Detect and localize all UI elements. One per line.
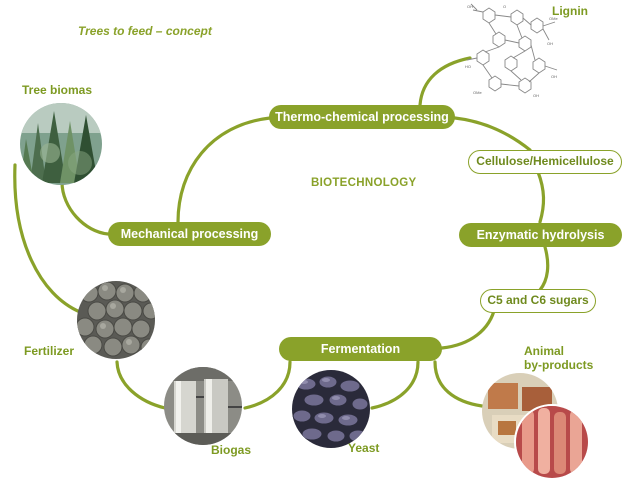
node-c5-c6-sugars: C5 and C6 sugars — [480, 289, 596, 313]
link-fermentation-biogas — [243, 360, 292, 410]
tree-biomass-photo — [20, 103, 102, 185]
link-fermentation-animal — [433, 360, 484, 408]
biogas-tanks-photo — [164, 367, 242, 445]
link-sugars-fermentation — [440, 305, 497, 350]
svg-text:OH: OH — [533, 93, 539, 98]
node-enzymatic-hydrolysis: Enzymatic hydrolysis — [459, 223, 622, 247]
node-fermentation: Fermentation — [279, 337, 442, 361]
node-cellulose-hemicellulose: Cellulose/Hemicellulose — [468, 150, 622, 174]
fertilizer-pellets-photo — [77, 281, 155, 359]
link-thermo-lignin — [418, 56, 472, 107]
center-label: BIOTECHNOLOGY — [311, 177, 417, 189]
label-yeast: Yeast — [348, 441, 380, 455]
svg-text:O: O — [503, 4, 506, 9]
link-cellulose-enzymatic — [536, 170, 546, 224]
animal-byproducts-photo-2 — [514, 404, 590, 480]
node-thermo-chemical-processing: Thermo-chemical processing — [269, 105, 455, 129]
label-lignin: Lignin — [552, 4, 588, 18]
label-tree-biomass: Tree biomas — [22, 83, 93, 97]
label-by-products: by-products — [524, 358, 594, 372]
node-mechanical-processing: Mechanical processing — [108, 222, 271, 246]
yeast-photo — [292, 370, 370, 448]
link-tree-mechanical — [60, 180, 110, 236]
svg-text:OH: OH — [547, 41, 553, 46]
diagram-title: Trees to feed – concept — [78, 24, 212, 38]
label-animal: Animal — [524, 344, 565, 358]
link-fertilizer-biogas — [115, 360, 167, 410]
svg-text:HO: HO — [465, 64, 471, 69]
link-fermentation-yeast — [370, 360, 420, 410]
svg-text:OMe: OMe — [473, 90, 482, 95]
label-biogas: Biogas — [211, 443, 252, 457]
link-mechanical-thermo — [176, 116, 272, 224]
svg-text:OMe: OMe — [549, 16, 558, 21]
link-enzymatic-sugars — [538, 245, 550, 292]
svg-text:OH: OH — [467, 4, 473, 9]
link-thermo-cellulose — [453, 116, 532, 152]
svg-text:OH: OH — [551, 74, 557, 79]
link-tree-fertilizer — [13, 163, 82, 314]
label-fertilizer: Fertilizer — [24, 344, 75, 358]
